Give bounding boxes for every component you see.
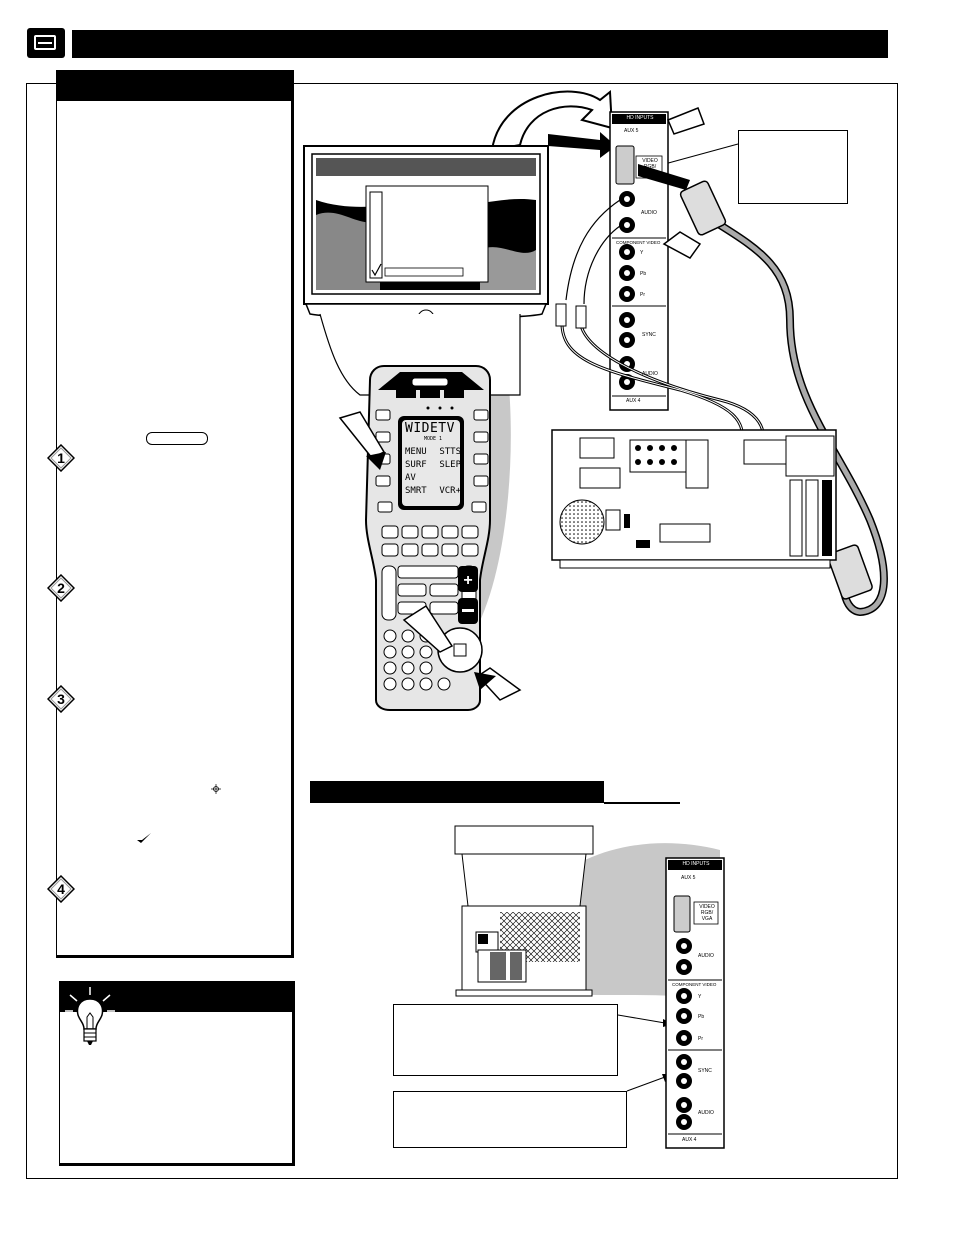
- panel-bottom-sync: SYNC: [698, 1068, 712, 1074]
- component-audio-callout: [393, 1091, 627, 1148]
- lcd-stts: STTS: [439, 447, 461, 457]
- remote-lcd: WIDETV MODE 1 MENU STTS SURF SLEP AV SMRT V…: [405, 422, 461, 498]
- lcd-smrt: SMRT: [405, 486, 427, 496]
- vga-cable: [679, 180, 888, 617]
- panel-top-vga-3: VGA: [644, 170, 656, 176]
- panel-top-component: COMPONENT VIDEO: [616, 240, 661, 245]
- lcd-title: WIDETV: [405, 421, 455, 436]
- instructions-panel-tab: [57, 71, 291, 101]
- panel-top-pb: Pb: [640, 271, 647, 277]
- step-4-badge: 4: [47, 875, 75, 903]
- step-4-number: 4: [57, 881, 65, 897]
- panel-top-aux4: AUX 4: [626, 398, 641, 404]
- panel-top-pr: Pr: [640, 292, 645, 298]
- panel-top-vga-2: RGB/: [643, 164, 657, 170]
- checkmark-icon: [137, 833, 151, 843]
- step-1-number: 1: [57, 450, 65, 466]
- rear-panel-illustration: [454, 825, 725, 1149]
- hookup-illustration: GE: [303, 90, 888, 711]
- panel-bottom-vga-1: VIDEO: [699, 904, 715, 910]
- panel-top-header: HD INPUTS: [626, 115, 654, 121]
- vga-input-callout: [738, 130, 848, 204]
- lcd-slep: SLEP: [439, 460, 461, 470]
- tv-window-icon: [27, 28, 65, 58]
- panel-top-audio: AUDIO: [641, 210, 657, 216]
- component-video-callout: [393, 1004, 618, 1076]
- step-3-badge: 3: [47, 685, 75, 713]
- remote-key-graphic: [146, 432, 208, 445]
- panel-top-vga-1: VIDEO: [642, 158, 658, 164]
- panel-top-y: Y: [640, 250, 644, 256]
- panel-top-aux5: AUX 5: [624, 128, 639, 134]
- step-2-number: 2: [57, 580, 65, 596]
- step-1-badge: 1: [47, 444, 75, 472]
- lcd-menu: MENU: [405, 447, 427, 457]
- panel-bottom-vga-3: VGA: [701, 916, 713, 922]
- panel-bottom-aux5: AUX 5: [681, 875, 696, 881]
- page-frame: [26, 83, 898, 1179]
- lcd-surf: SURF: [405, 460, 427, 470]
- subsection-underline: [604, 802, 680, 804]
- section-header-bar: [72, 30, 888, 58]
- lcd-av: AV: [405, 473, 416, 483]
- svg-text:+: +: [463, 572, 472, 589]
- panel-top-audio-2: AUDIO: [642, 371, 658, 377]
- panel-top-sync: SYNC: [642, 332, 656, 338]
- widescreen-tv: GE: [303, 145, 549, 396]
- panel-bottom-vga-label: VIDEO RGB/ VGA: [695, 904, 719, 922]
- instructions-panel: [56, 70, 294, 958]
- step-3-number: 3: [57, 691, 65, 707]
- panel-bottom-audio-2: AUDIO: [698, 1110, 714, 1116]
- universal-remote: +: [338, 365, 522, 711]
- lcd-mode: MODE 1: [423, 436, 443, 442]
- panel-bottom-audio: AUDIO: [698, 953, 714, 959]
- panel-bottom-header: HD INPUTS: [682, 861, 710, 867]
- panel-bottom-pb: Pb: [698, 1014, 705, 1020]
- crosshair-icon: [211, 784, 221, 794]
- subsection-header-bar: [310, 781, 604, 803]
- panel-bottom-aux4: AUX 4: [682, 1137, 697, 1143]
- lcd-vcr-plus: VCR+: [439, 486, 461, 496]
- hd-inputs-panel-top: [609, 107, 705, 411]
- panel-bottom-pr: Pr: [698, 1036, 703, 1042]
- panel-bottom-vga-2: RGB/: [700, 910, 714, 916]
- pc-rear-panel: [551, 429, 837, 569]
- panel-bottom-component: COMPONENT VIDEO: [672, 982, 717, 987]
- panel-top-vga-label: VIDEO RGB/ VGA: [638, 158, 662, 176]
- light-bulb-icon: [65, 987, 115, 1045]
- panel-bottom-y: Y: [698, 994, 702, 1000]
- step-2-badge: 2: [47, 574, 75, 602]
